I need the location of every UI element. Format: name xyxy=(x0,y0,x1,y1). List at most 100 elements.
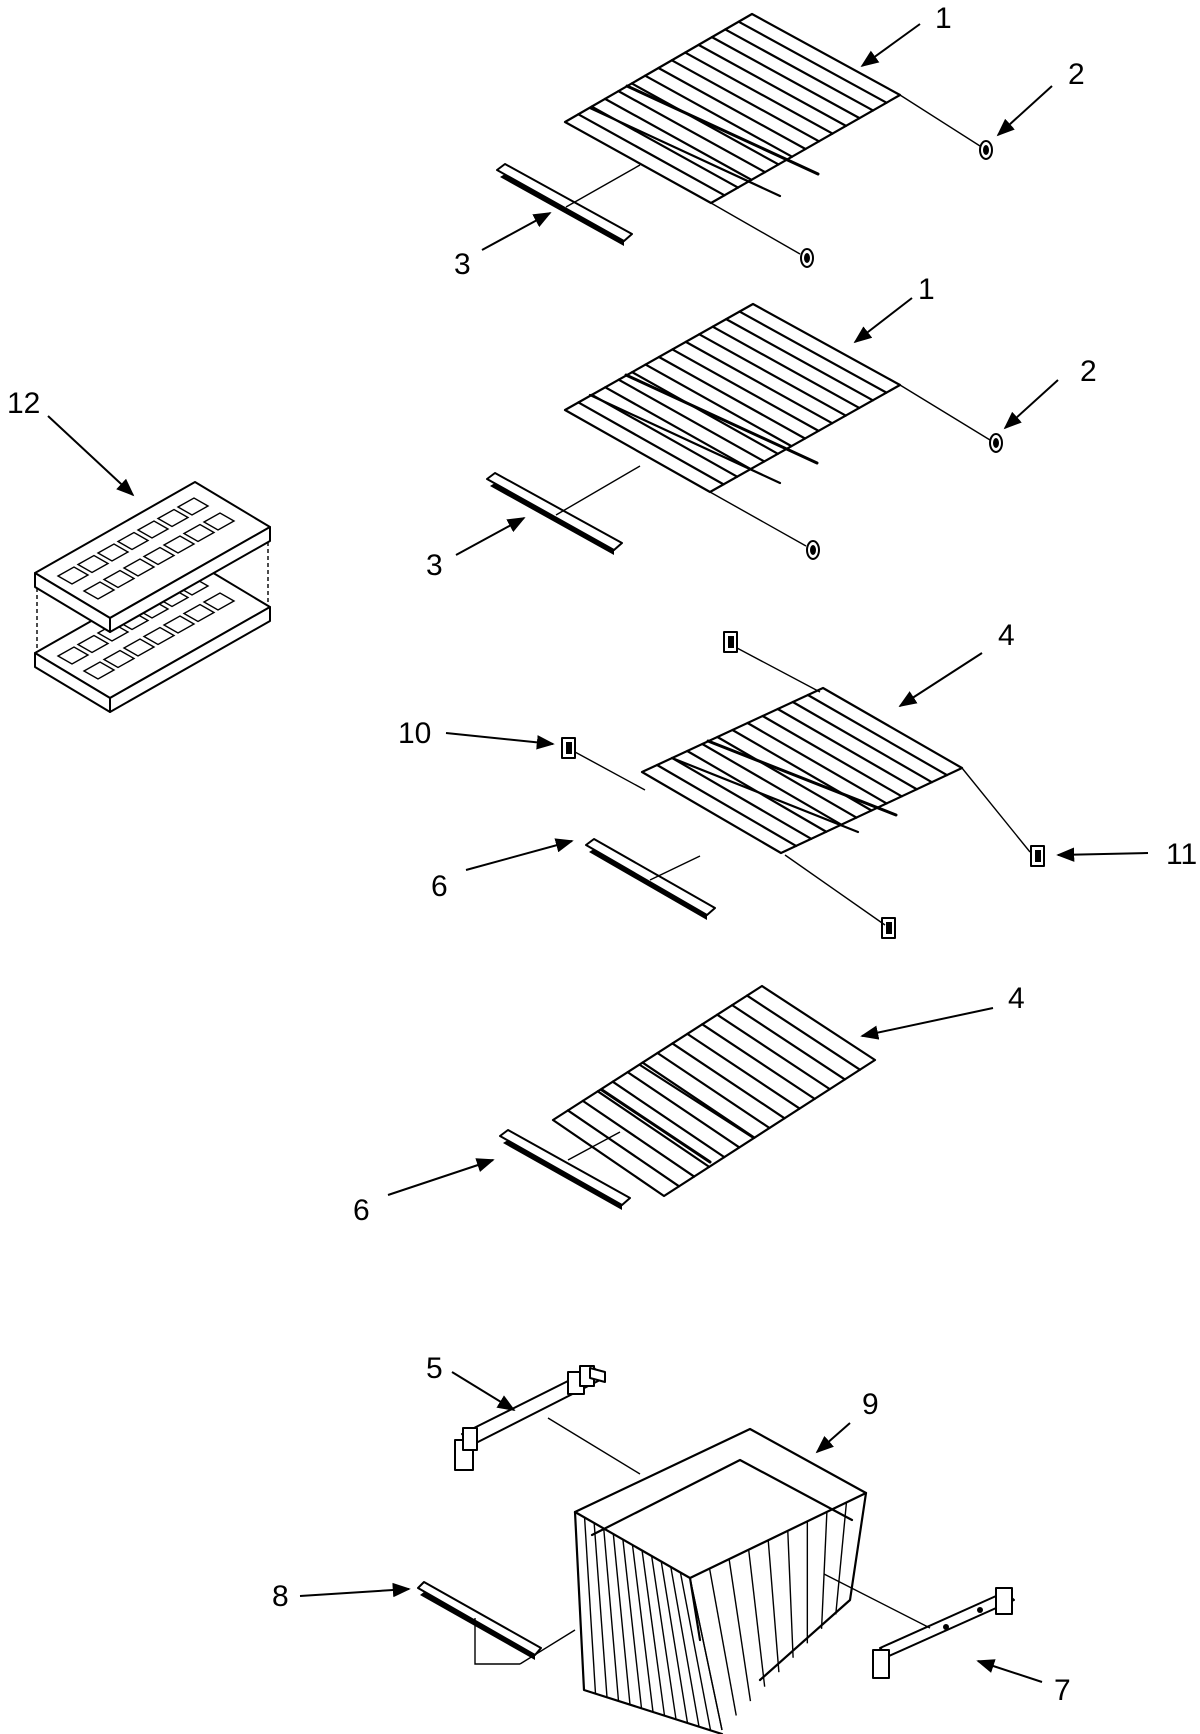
shelf-wire-rod xyxy=(737,20,888,104)
basket-wire xyxy=(708,1568,737,1716)
wire-shelf-fourth xyxy=(551,984,877,1198)
wire-shelf-third xyxy=(640,686,964,855)
callout-9: 9 xyxy=(815,1388,879,1454)
shelf-wire-rod xyxy=(698,333,847,417)
shelf-wire-rod xyxy=(603,97,753,181)
svg-text:4: 4 xyxy=(1008,982,1025,1015)
shelf-wire-rod xyxy=(701,1023,816,1100)
svg-text:2: 2 xyxy=(1080,355,1097,388)
shelf-wire-rod xyxy=(701,742,843,826)
shelf-wire-rod xyxy=(761,714,903,798)
shelf-wire-rod xyxy=(725,318,874,402)
shelf-wire-rod xyxy=(684,340,834,425)
shelf-wire-rod xyxy=(806,693,949,777)
callout-10: 10 xyxy=(398,717,555,750)
shelf-wire-rod xyxy=(655,763,798,848)
ice-tray-cell xyxy=(76,554,110,574)
ice-tray-cell xyxy=(102,569,136,589)
basket-wire xyxy=(612,1533,631,1705)
basket-wire xyxy=(650,1555,677,1720)
basket-slide-rail-right xyxy=(872,1587,1015,1679)
basket-wire xyxy=(622,1539,643,1709)
shelf-wire-rod xyxy=(641,1061,756,1139)
ice-tray-cell xyxy=(76,634,110,654)
ice-tray-cell xyxy=(182,523,216,543)
svg-text:5: 5 xyxy=(426,1352,443,1385)
callout-4b: 4 xyxy=(860,982,1025,1040)
shelf-wire-rod xyxy=(710,36,861,120)
basket-wire xyxy=(670,1566,700,1727)
callout-3a: 3 xyxy=(454,212,552,281)
svg-text:10: 10 xyxy=(398,717,431,750)
ice-tray-cell xyxy=(82,661,116,680)
basket-wire xyxy=(679,1572,712,1731)
shelf-wire-rod xyxy=(581,1099,696,1178)
shelf-wire-rod xyxy=(617,90,767,174)
shelf-wire-rod xyxy=(671,1042,786,1120)
svg-text:8: 8 xyxy=(272,1580,289,1613)
shelf-wire-rod xyxy=(657,355,807,440)
shelf-wire-rod xyxy=(611,1080,726,1159)
basket-wire xyxy=(689,1577,723,1731)
ice-tray-cell xyxy=(176,497,210,516)
basket-wire xyxy=(747,1549,766,1687)
svg-text:1: 1 xyxy=(918,273,935,306)
wire-shelf-second xyxy=(563,302,902,494)
svg-text:3: 3 xyxy=(426,549,443,582)
ice-tray-cell xyxy=(202,512,236,531)
svg-text:6: 6 xyxy=(353,1194,370,1227)
shelf-wire-rod xyxy=(670,59,821,143)
shelf-trim-fourth xyxy=(499,1129,631,1210)
shelf-wire-rod xyxy=(684,51,834,135)
callout-6a: 6 xyxy=(431,838,574,903)
callout-2b: 2 xyxy=(1003,355,1097,430)
callout-8: 8 xyxy=(272,1580,411,1613)
basket-slide-rail-left xyxy=(454,1365,606,1471)
basket-wire xyxy=(641,1550,666,1716)
ice-tray-cell xyxy=(156,508,190,528)
shelf-wire-rod xyxy=(631,371,779,455)
svg-text:6: 6 xyxy=(431,870,448,903)
basket-wire xyxy=(593,1522,608,1698)
basket-wire xyxy=(631,1544,654,1713)
ice-tray-cell xyxy=(82,581,116,600)
ice-tray-cell xyxy=(162,535,196,554)
basket-wire xyxy=(835,1502,848,1615)
callout-2a: 2 xyxy=(996,58,1085,137)
shelf-trim-second xyxy=(486,472,623,555)
shelf-support-clip xyxy=(800,140,993,268)
basket-wire xyxy=(728,1559,752,1702)
ice-tray-cell xyxy=(116,531,150,551)
callout-4a: 4 xyxy=(898,619,1015,707)
ice-cube-trays xyxy=(34,481,271,713)
callout-1a: 1 xyxy=(860,2,952,68)
ice-tray-cell xyxy=(136,520,170,539)
callout-5: 5 xyxy=(426,1352,516,1411)
shelf-wire-rod xyxy=(644,363,793,448)
ice-tray-cell xyxy=(142,546,176,566)
shelf-wire-rod xyxy=(604,386,752,471)
ice-tray-cell xyxy=(202,592,236,611)
shelf-trim-top xyxy=(496,163,633,246)
shelf-wire-rod xyxy=(716,735,858,819)
shelf-trim-third xyxy=(585,838,716,920)
shelf-support-clip xyxy=(806,433,1003,560)
shelf-wire-rod xyxy=(671,348,820,432)
basket-wire xyxy=(787,1530,794,1658)
shelf-wire-rod xyxy=(746,721,888,805)
shelf-clip-right xyxy=(881,845,1045,939)
svg-text:11: 11 xyxy=(1166,838,1197,871)
shelf-wire-rod xyxy=(656,1051,771,1130)
svg-text:4: 4 xyxy=(998,619,1015,652)
ice-tray-cell xyxy=(96,543,130,562)
callout-11: 11 xyxy=(1056,838,1197,871)
shelf-wire-rod xyxy=(716,1013,831,1091)
shelf-wire-rod xyxy=(626,1071,741,1149)
freezer-wire-basket xyxy=(573,1427,868,1734)
shelf-wire-rod xyxy=(724,28,875,112)
shelf-wire-rod xyxy=(657,66,807,151)
shelf-wire-rod xyxy=(577,113,726,197)
shelf-wire-rod xyxy=(731,1004,846,1081)
callout-6b: 6 xyxy=(353,1158,495,1227)
